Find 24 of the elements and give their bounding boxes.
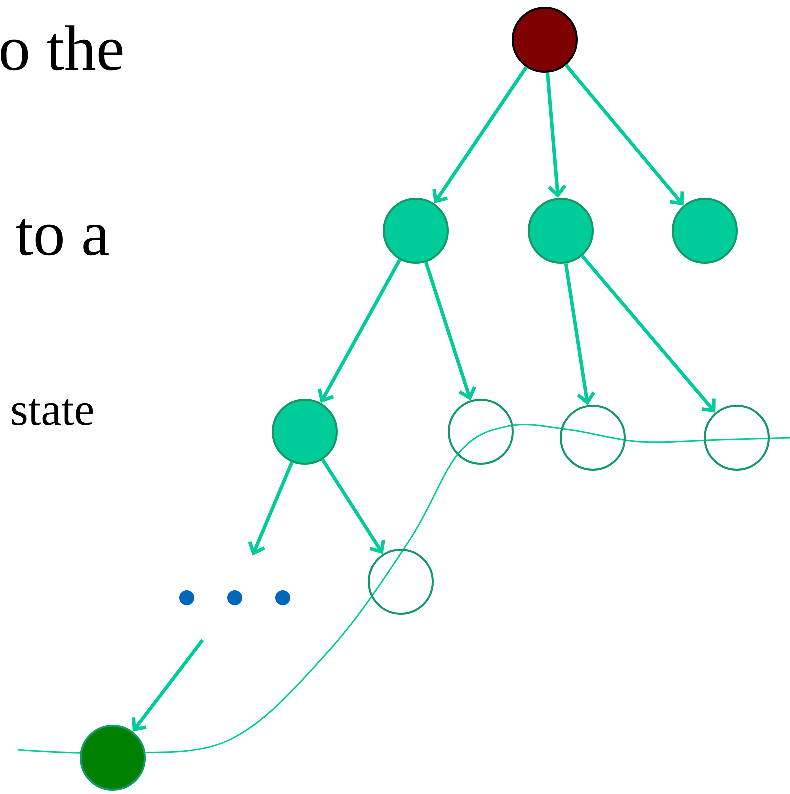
arrow xyxy=(132,639,204,732)
open-circle xyxy=(368,549,434,615)
arrow xyxy=(248,462,294,556)
ellipsis-dots xyxy=(180,590,290,606)
arrow xyxy=(424,262,476,401)
open-circle xyxy=(560,405,626,471)
text-fragment: o the xyxy=(1,26,123,71)
arrow xyxy=(546,72,567,198)
open-circle xyxy=(704,405,770,471)
state-circle xyxy=(272,399,338,465)
arrow xyxy=(564,263,596,406)
arrow xyxy=(318,259,402,404)
state-circle xyxy=(528,198,594,264)
text-fragment: to a xyxy=(16,218,109,256)
state-circle xyxy=(672,198,738,264)
root-circle xyxy=(512,7,578,73)
arrow xyxy=(321,458,386,554)
arrow xyxy=(581,255,716,413)
open-circle xyxy=(448,399,514,465)
arrow xyxy=(432,66,528,204)
arrow xyxy=(564,64,684,206)
text-fragment: state xyxy=(12,399,94,426)
state-circle xyxy=(80,725,146,791)
state-circle xyxy=(383,198,449,264)
